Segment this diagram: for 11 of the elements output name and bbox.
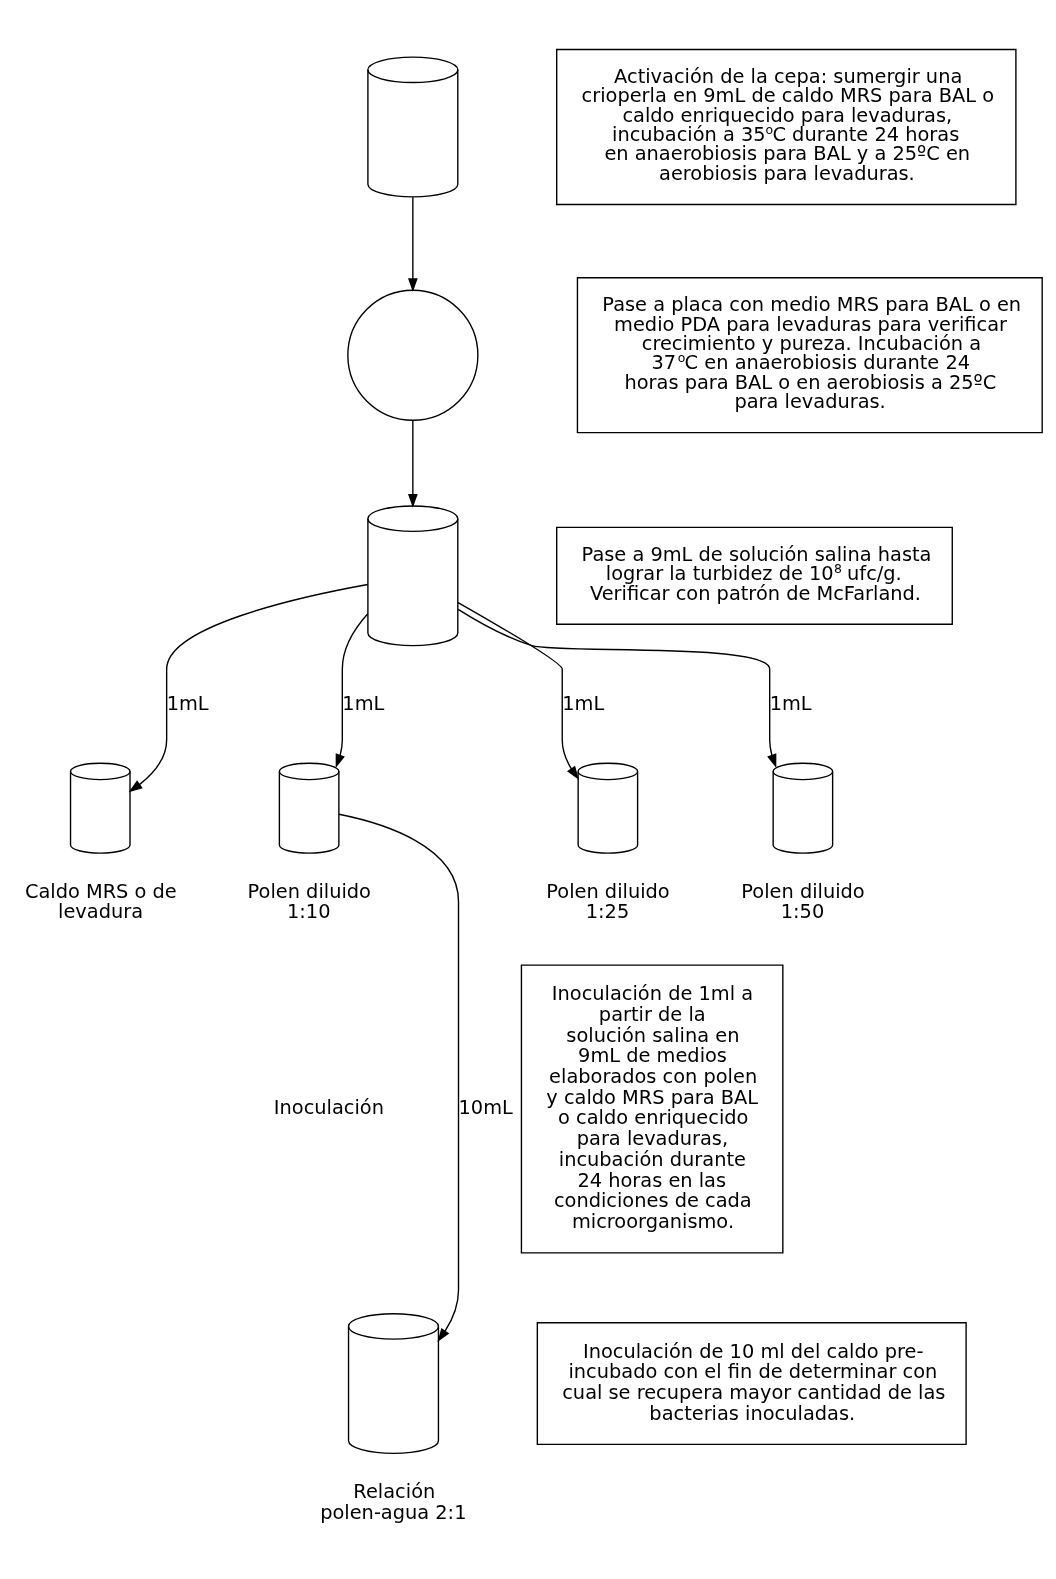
node-label: Polen diluido 1:10 bbox=[247, 879, 371, 924]
edge-label: 1mL bbox=[342, 691, 385, 715]
edge-label: 1mL bbox=[562, 691, 605, 715]
node-label: Polen diluido 1:50 bbox=[741, 879, 865, 924]
node-label: Relación polen-agua 2:1 bbox=[320, 1479, 467, 1524]
node-label: Caldo MRS o de levadura bbox=[24, 879, 177, 924]
edge-label: 1mL bbox=[769, 691, 812, 715]
edge-label: 10mL bbox=[458, 1096, 513, 1120]
node-label: Polen diluido 1:25 bbox=[546, 879, 670, 924]
label: Inoculación bbox=[273, 1096, 384, 1120]
edge-label: 1mL bbox=[166, 691, 209, 715]
